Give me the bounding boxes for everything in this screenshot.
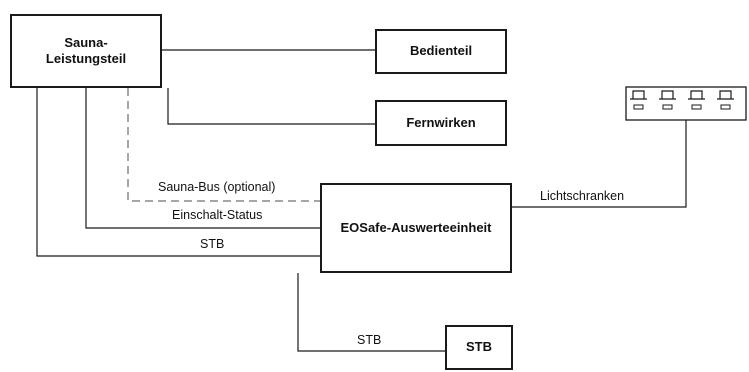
connector-einschalt-status — [85, 88, 320, 229]
fernwirken-box: Fernwirken — [375, 100, 507, 146]
sauna-leistungsteil-box: Sauna- Leistungsteil — [10, 14, 162, 88]
sensor-1 — [630, 90, 647, 110]
connector-sauna-bus — [127, 88, 320, 202]
eosafe-auswerteeinheit-label: EOSafe-Auswerteeinheit — [340, 219, 492, 235]
lichtschranken-label: Lichtschranken — [540, 189, 625, 203]
sauna-leistungsteil-label-line1: Sauna- — [64, 34, 108, 50]
connector-fernwirken — [167, 88, 375, 125]
stb-lower-label: STB — [357, 333, 382, 347]
connector-lichtschranken — [512, 120, 687, 208]
sensor-2 — [659, 90, 676, 110]
stb-label: STB — [466, 339, 492, 355]
stb-power-label: STB — [200, 237, 225, 251]
sensor-3 — [688, 90, 705, 110]
stb-box: STB — [445, 325, 513, 370]
sauna-leistungsteil-label-line2: Leistungsteil — [45, 51, 127, 66]
eosafe-auswerteeinheit-box: EOSafe-Auswerteeinheit — [320, 183, 512, 273]
bedienteil-label: Bedienteil — [409, 43, 473, 59]
sauna-bus-label: Sauna-Bus (optional) — [158, 180, 276, 194]
fernwirken-label: Fernwirken — [406, 114, 476, 130]
einschalt-status-label: Einschalt-Status — [172, 208, 263, 222]
connector-stb-power — [36, 88, 320, 257]
connector-stb-lower — [297, 273, 445, 352]
bedienteil-box: Bedienteil — [375, 29, 507, 74]
sensor-housing — [625, 86, 747, 121]
light-barrier-device — [625, 86, 747, 121]
sensor-4 — [717, 90, 734, 110]
